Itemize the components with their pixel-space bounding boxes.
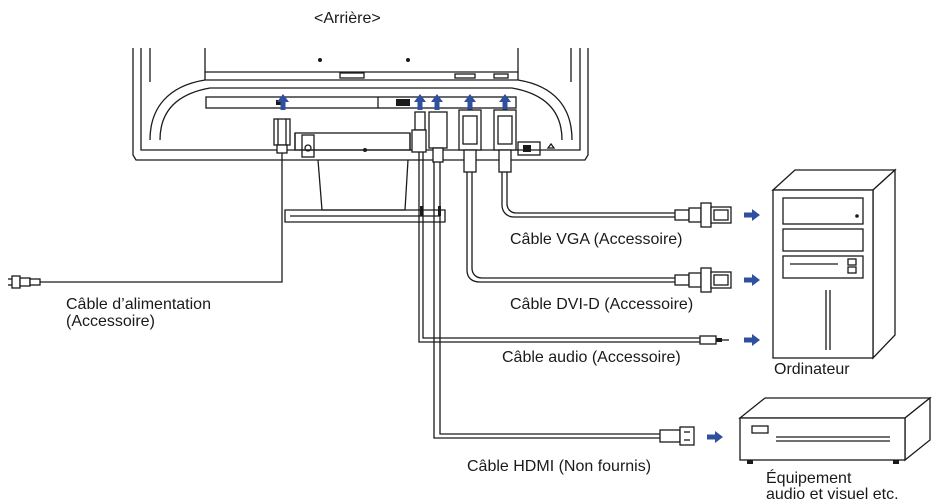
dvi-cable [458, 109, 732, 293]
arrow-icon [744, 334, 760, 346]
arrow-icon [707, 431, 723, 443]
vga-cable-label: Câble VGA (Accessoire) [510, 231, 683, 248]
arrow-icon [744, 209, 760, 221]
av-equipment-label-line1: Équipement [766, 470, 852, 487]
power-cable-label-line2: (Accessoire) [66, 313, 155, 330]
audio-jack-icon [699, 335, 729, 345]
av-equipment-label-line2: audio et visuel etc. [766, 486, 899, 503]
av-player-icon [738, 396, 932, 464]
vga-cable [493, 109, 732, 228]
vga-connector-icon [674, 202, 732, 228]
power-cable [8, 118, 291, 289]
heading: <Arrière> [314, 10, 381, 27]
power-cable-label-line1: Câble d’alimentation [66, 296, 211, 313]
arrow-icon [744, 274, 760, 286]
power-plug-icon [8, 275, 41, 289]
audio-cable [411, 111, 729, 345]
dvi-cable-label: Câble DVI-D (Accessoire) [510, 296, 694, 313]
monitor-back-icon [132, 48, 589, 223]
audio-cable-label: Câble audio (Accessoire) [502, 349, 681, 366]
computer-tower-icon [771, 168, 897, 360]
computer-label: Ordinateur [774, 361, 850, 378]
hdmi-connector-icon [659, 426, 695, 446]
hdmi-cable-label: Câble HDMI (Non fournis) [467, 458, 652, 475]
dvi-connector-icon [674, 267, 732, 293]
hdmi-cable [428, 111, 695, 446]
